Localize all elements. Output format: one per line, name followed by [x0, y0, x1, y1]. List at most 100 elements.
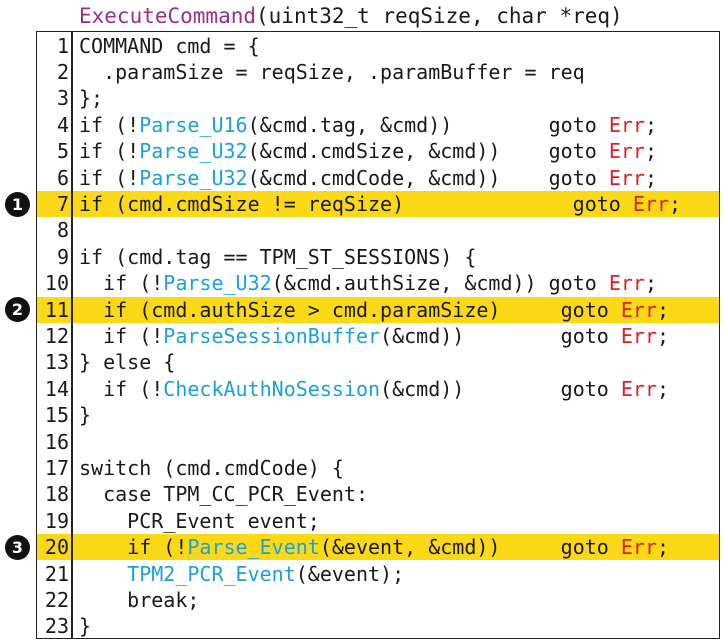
line-number: 6	[56, 165, 69, 190]
code-token: (&event, &cmd)) goto	[319, 535, 621, 560]
line-number: 11	[44, 297, 69, 322]
annotation-marker: 3	[5, 534, 30, 560]
code-token: ;	[644, 112, 657, 137]
line-number: 23	[44, 614, 69, 639]
code-text: if (cmd.authSize > cmd.paramSize) goto E…	[79, 297, 669, 323]
code-token: case TPM_CC_PCR_Event:	[79, 482, 368, 507]
line-number: 15	[44, 403, 69, 428]
code-text: case TPM_CC_PCR_Event:	[79, 481, 368, 507]
code-token: if (!	[79, 165, 140, 190]
function-call: Parse_U32	[139, 139, 248, 164]
function-params: (uint32_t reqSize, char *req)	[256, 4, 623, 28]
line-number: 7	[56, 191, 69, 216]
code-token: (&cmd)) goto	[380, 323, 621, 348]
function-call: CheckAuthNoSession	[163, 376, 381, 401]
code-line: 5 if (!Parse_U32(&cmd.cmdSize, &cmd)) got…	[37, 138, 719, 164]
code-text: if (!Parse_U32(&cmd.authSize, &cmd)) got…	[79, 270, 657, 296]
code-line: 13 } else {	[37, 349, 719, 375]
code-line: 22 break;	[37, 587, 719, 613]
code-token: ;	[644, 165, 657, 190]
code-text: if (!ParseSessionBuffer(&cmd)) goto Err;	[79, 323, 669, 349]
code-text: }	[79, 613, 91, 639]
line-number: 5	[56, 139, 69, 164]
code-line: 8	[37, 217, 719, 243]
code-text: break;	[79, 587, 199, 613]
annotation-marker: 2	[5, 297, 30, 323]
code-text: if (cmd.tag == TPM_ST_SESSIONS) {	[79, 244, 476, 270]
line-number-divider	[71, 31, 73, 639]
line-number: 9	[56, 244, 69, 269]
code-token: ;	[644, 139, 657, 164]
code-text: TPM2_PCR_Event(&event);	[79, 561, 404, 587]
code-text: switch (cmd.cmdCode) {	[79, 455, 344, 481]
code-text: .paramSize = reqSize, .paramBuffer = req	[79, 59, 585, 85]
code-line: 14 if (!CheckAuthNoSession(&cmd)) goto E…	[37, 376, 719, 402]
code-token: ;	[644, 271, 657, 296]
code-line: 21 TPM2_PCR_Event(&event);	[37, 561, 719, 587]
function-call: Parse_U16	[139, 112, 248, 137]
code-line: 12 if (!ParseSessionBuffer(&cmd)) goto E…	[37, 323, 719, 349]
error-label: Err	[632, 191, 670, 216]
function-call: Parse_U32	[163, 271, 272, 296]
code-text: } else {	[79, 349, 175, 375]
code-token: if (cmd.authSize > cmd.paramSize) goto	[79, 297, 621, 322]
code-token: (&cmd)) goto	[380, 376, 621, 401]
code-text: if (!CheckAuthNoSession(&cmd)) goto Err;	[79, 376, 669, 402]
line-number: 16	[44, 429, 69, 454]
code-token: if (!	[79, 323, 164, 348]
code-line: 9 if (cmd.tag == TPM_ST_SESSIONS) {	[37, 244, 719, 270]
code-token: };	[79, 86, 104, 111]
code-token: if (!	[79, 112, 140, 137]
function-call: ParseSessionBuffer	[163, 323, 381, 348]
code-token: .paramSize = reqSize, .paramBuffer = req	[79, 59, 585, 84]
code-text: if (!Parse_U32(&cmd.cmdSize, &cmd)) goto…	[79, 138, 657, 164]
code-token: (&cmd.authSize, &cmd)) goto	[271, 271, 609, 296]
error-label: Err	[620, 376, 657, 401]
code-token: if (cmd.cmdSize != reqSize) goto	[79, 191, 633, 216]
code-line: 17 switch (cmd.cmdCode) {	[37, 455, 719, 481]
code-token: COMMAND cmd = {	[79, 33, 260, 58]
line-number: 22	[44, 587, 69, 612]
code-line: 11 if (cmd.authSize > cmd.paramSize) got…	[37, 296, 719, 323]
code-line: 18 case TPM_CC_PCR_Event:	[37, 481, 719, 507]
code-token: (&cmd.cmdSize, &cmd)) goto	[247, 139, 609, 164]
error-label: Err	[608, 112, 645, 137]
code-text: };	[79, 85, 103, 111]
code-line: 2 .paramSize = reqSize, .paramBuffer = r…	[37, 59, 719, 85]
code-line: 7 if (cmd.cmdSize != reqSize) goto Err;	[37, 190, 719, 218]
code-line: 19 PCR_Event event;	[37, 508, 719, 534]
line-number: 20	[44, 535, 69, 560]
line-number: 21	[44, 561, 69, 586]
code-token: if (!	[79, 139, 140, 164]
line-number: 8	[56, 218, 69, 243]
code-token: }	[79, 614, 92, 639]
code-token: ;	[657, 376, 670, 401]
code-text: }	[79, 402, 91, 428]
code-token: }	[79, 403, 92, 428]
code-token: ;	[656, 535, 670, 560]
code-token: PCR_Event event;	[79, 508, 320, 533]
function-signature: ExecuteCommand(uint32_t reqSize, char *r…	[79, 4, 623, 28]
code-token: } else {	[79, 350, 176, 375]
error-label: Err	[620, 297, 657, 322]
function-call: Parse_Event	[187, 535, 320, 560]
line-number: 2	[56, 59, 69, 84]
line-number: 10	[44, 271, 69, 296]
code-line: 23}	[37, 613, 719, 639]
line-number: 17	[44, 455, 69, 480]
code-text: if (cmd.cmdSize != reqSize) goto Err;	[79, 191, 681, 217]
code-line: 10 if (!Parse_U32(&cmd.authSize, &cmd)) …	[37, 270, 719, 296]
function-name: ExecuteCommand	[79, 4, 257, 28]
code-token: if (!	[79, 271, 164, 296]
code-frame	[36, 31, 720, 639]
code-token: ;	[657, 323, 670, 348]
code-token: ;	[656, 297, 670, 322]
annotation-marker: 1	[5, 191, 30, 217]
code-token: if (!	[79, 376, 164, 401]
function-call: TPM2_PCR_Event	[127, 561, 296, 586]
line-number: 1	[56, 33, 69, 58]
code-text: COMMAND cmd = {	[79, 33, 260, 59]
line-number: 14	[44, 376, 69, 401]
line-number: 13	[44, 350, 69, 375]
